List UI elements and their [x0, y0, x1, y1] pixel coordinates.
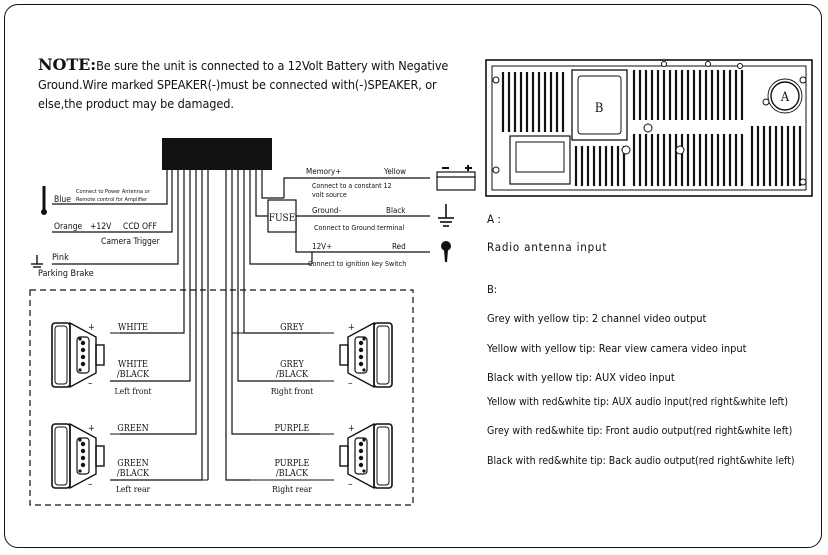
ignition-desc: Connect to ignition key Switch — [308, 259, 406, 268]
ground-label: Ground- — [312, 206, 341, 215]
fuse-box — [267, 199, 297, 233]
panel-label-a: A — [780, 90, 790, 105]
rr-minus: – — [348, 479, 353, 490]
lr-plus: + — [88, 424, 95, 434]
info-b-item: Yellow with red&white tip: AUX audio inp… — [487, 396, 789, 408]
lr-minus: – — [88, 479, 93, 490]
info-b-item: Black with yellow tip: AUX video input — [487, 371, 675, 384]
info-a-title: A : — [487, 212, 501, 226]
head-unit-connector — [162, 138, 272, 170]
rf-plus: + — [348, 323, 355, 333]
ignition-color: Red — [392, 242, 406, 251]
orange-wire-volt: +12V — [90, 222, 112, 232]
lr-pos-label: GREEN — [117, 424, 148, 434]
fuse-label: FUSE — [269, 213, 296, 224]
ground-icon — [438, 204, 454, 227]
lf-name: Left front — [114, 387, 152, 397]
parking-brake-label: Parking Brake — [38, 269, 94, 279]
ground-color: Black — [386, 206, 406, 215]
rf-pos-label: GREY — [280, 323, 304, 333]
rf-minus: – — [348, 378, 353, 389]
rf-neg-label-2: /BLACK — [276, 370, 309, 380]
note-paragraph: NOTE:Be sure the unit is connected to a … — [38, 55, 478, 113]
lf-minus: – — [88, 378, 93, 389]
lr-name: Left rear — [116, 485, 151, 495]
blue-wire-desc-1: Connect to Power Antenna or — [76, 189, 151, 195]
note-text: Be sure the unit is connected to a 12Vol… — [38, 58, 449, 111]
speaker-left-front — [51, 322, 105, 388]
memory-color: Yellow — [383, 167, 406, 176]
memory-desc-1: Connect to a constant 12 — [312, 182, 392, 190]
info-a-desc: Radio antenna input — [487, 240, 608, 254]
rf-name: Right front — [271, 387, 315, 397]
speaker-wire-lines — [110, 332, 334, 481]
blue-wire-label: Blue — [54, 195, 71, 205]
diagram-frame — [4, 4, 822, 548]
speaker-left-rear — [51, 423, 105, 489]
panel-label-b: B — [595, 101, 604, 116]
orange-wire-ccd: CCD OFF — [123, 222, 157, 232]
memory-label: Memory+ — [306, 167, 341, 176]
lf-plus: + — [88, 323, 95, 333]
lr-neg-label-2: /BLACK — [117, 469, 150, 479]
radio-back-panel — [485, 59, 813, 197]
lf-neg-label-1: WHITE — [118, 360, 148, 370]
info-b-item: Yellow with yellow tip: Rear view camera… — [487, 342, 747, 355]
info-b-item: Black with red&white tip: Back audio out… — [487, 455, 795, 467]
note-heading: NOTE: — [38, 55, 97, 74]
lr-neg-label-1: GREEN — [117, 459, 148, 469]
lf-pos-label: WHITE — [118, 323, 148, 333]
antenna-icon — [41, 186, 47, 215]
info-b-title: B: — [487, 283, 498, 296]
rr-name: Right rear — [272, 485, 312, 495]
memory-desc-2: volt source — [312, 191, 347, 199]
speaker-area — [29, 289, 414, 506]
lf-neg-label-2: /BLACK — [117, 370, 150, 380]
ignition-label: 12V+ — [312, 242, 332, 251]
battery-icon — [436, 165, 476, 191]
camera-trigger-label: Camera Trigger — [101, 237, 161, 247]
rr-pos-label: PURPLE — [275, 424, 310, 434]
ignition-key-icon — [441, 241, 451, 262]
rr-plus: + — [348, 424, 355, 434]
pink-wire-label: Pink — [52, 253, 69, 263]
rf-neg-label-1: GREY — [280, 360, 304, 370]
ground-desc: Connect to Ground terminal — [314, 223, 404, 232]
blue-wire-desc-2: Remote control for Amplifier — [76, 197, 148, 203]
parking-ground-icon — [31, 255, 43, 268]
orange-wire-label: Orange — [54, 222, 83, 232]
rr-neg-label-2: /BLACK — [276, 469, 309, 479]
rr-neg-label-1: PURPLE — [275, 459, 310, 469]
info-b-item: Grey with yellow tip: 2 channel video ou… — [487, 312, 707, 325]
info-b-item: Grey with red&white tip: Front audio out… — [487, 425, 793, 437]
